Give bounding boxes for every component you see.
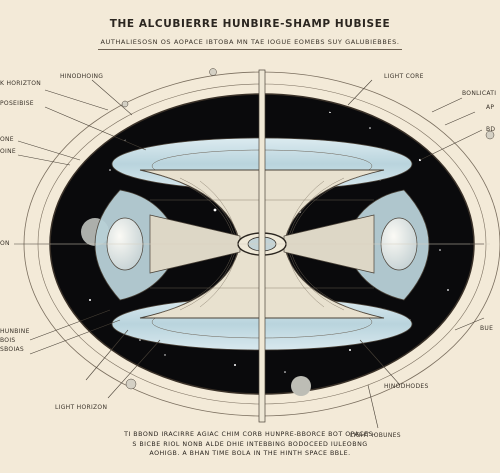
small-sphere-left [121,100,129,108]
label-bd: BD [486,126,496,133]
label-hunbine: HUNBINE [0,328,30,335]
label-hinodhodes: HINODHODES [384,383,429,390]
caption-line-1: TI BBOND IRACIRRE AGIAC CHIM CORB HUNPRE… [124,431,376,438]
vertical-axis-rod [258,69,266,423]
small-sphere-right [485,130,495,140]
label-oine: OINE [0,148,16,155]
label-bue: BUE [480,325,494,332]
label-poseibise: POSEIBISE [0,100,34,107]
label-light-iobunes: LIGHT IOBUNES [350,432,401,439]
star-field [89,107,449,373]
label-ap: AP [486,104,495,111]
label-center-left: ON [0,240,10,247]
small-sphere-top [209,68,217,76]
label-light-horizon: LIGHT HORIZON [55,404,108,411]
label-one: ONE [0,136,14,143]
small-sphere-bottom [125,378,137,390]
label-light-core: LIGHT CORE [384,73,424,80]
diagram-subtitle: AUTHALIESOSN OS AOPACE IBTOBA MN TAE IOG… [100,38,400,46]
diagram-title: THE ALCUBIERRE HUNBIRE-SHAMP HUBISEE [109,18,391,30]
label-bonlicati: BONLICATI [462,90,497,97]
diagram-caption: TI BBOND IRACIRRE AGIAC CHIM CORB HUNPRE… [40,430,460,459]
caption-line-2: S BICBE RIOL NONB ALDE DHIE INTEBBING BO… [132,440,368,448]
caption-line-3: AOHIGB. A BHAN TIME BOLA IN THE HINTH SP… [149,450,351,457]
leader-lines [14,79,485,429]
label-bois: BOIS [0,337,16,344]
label-horizon: K HORIZTON [0,80,42,87]
planet-bottom [291,376,311,396]
label-sboias: SBOIAS [0,346,25,353]
label-hinodhoing: HINODHOING [60,73,104,80]
subtitle-rule [98,49,402,50]
